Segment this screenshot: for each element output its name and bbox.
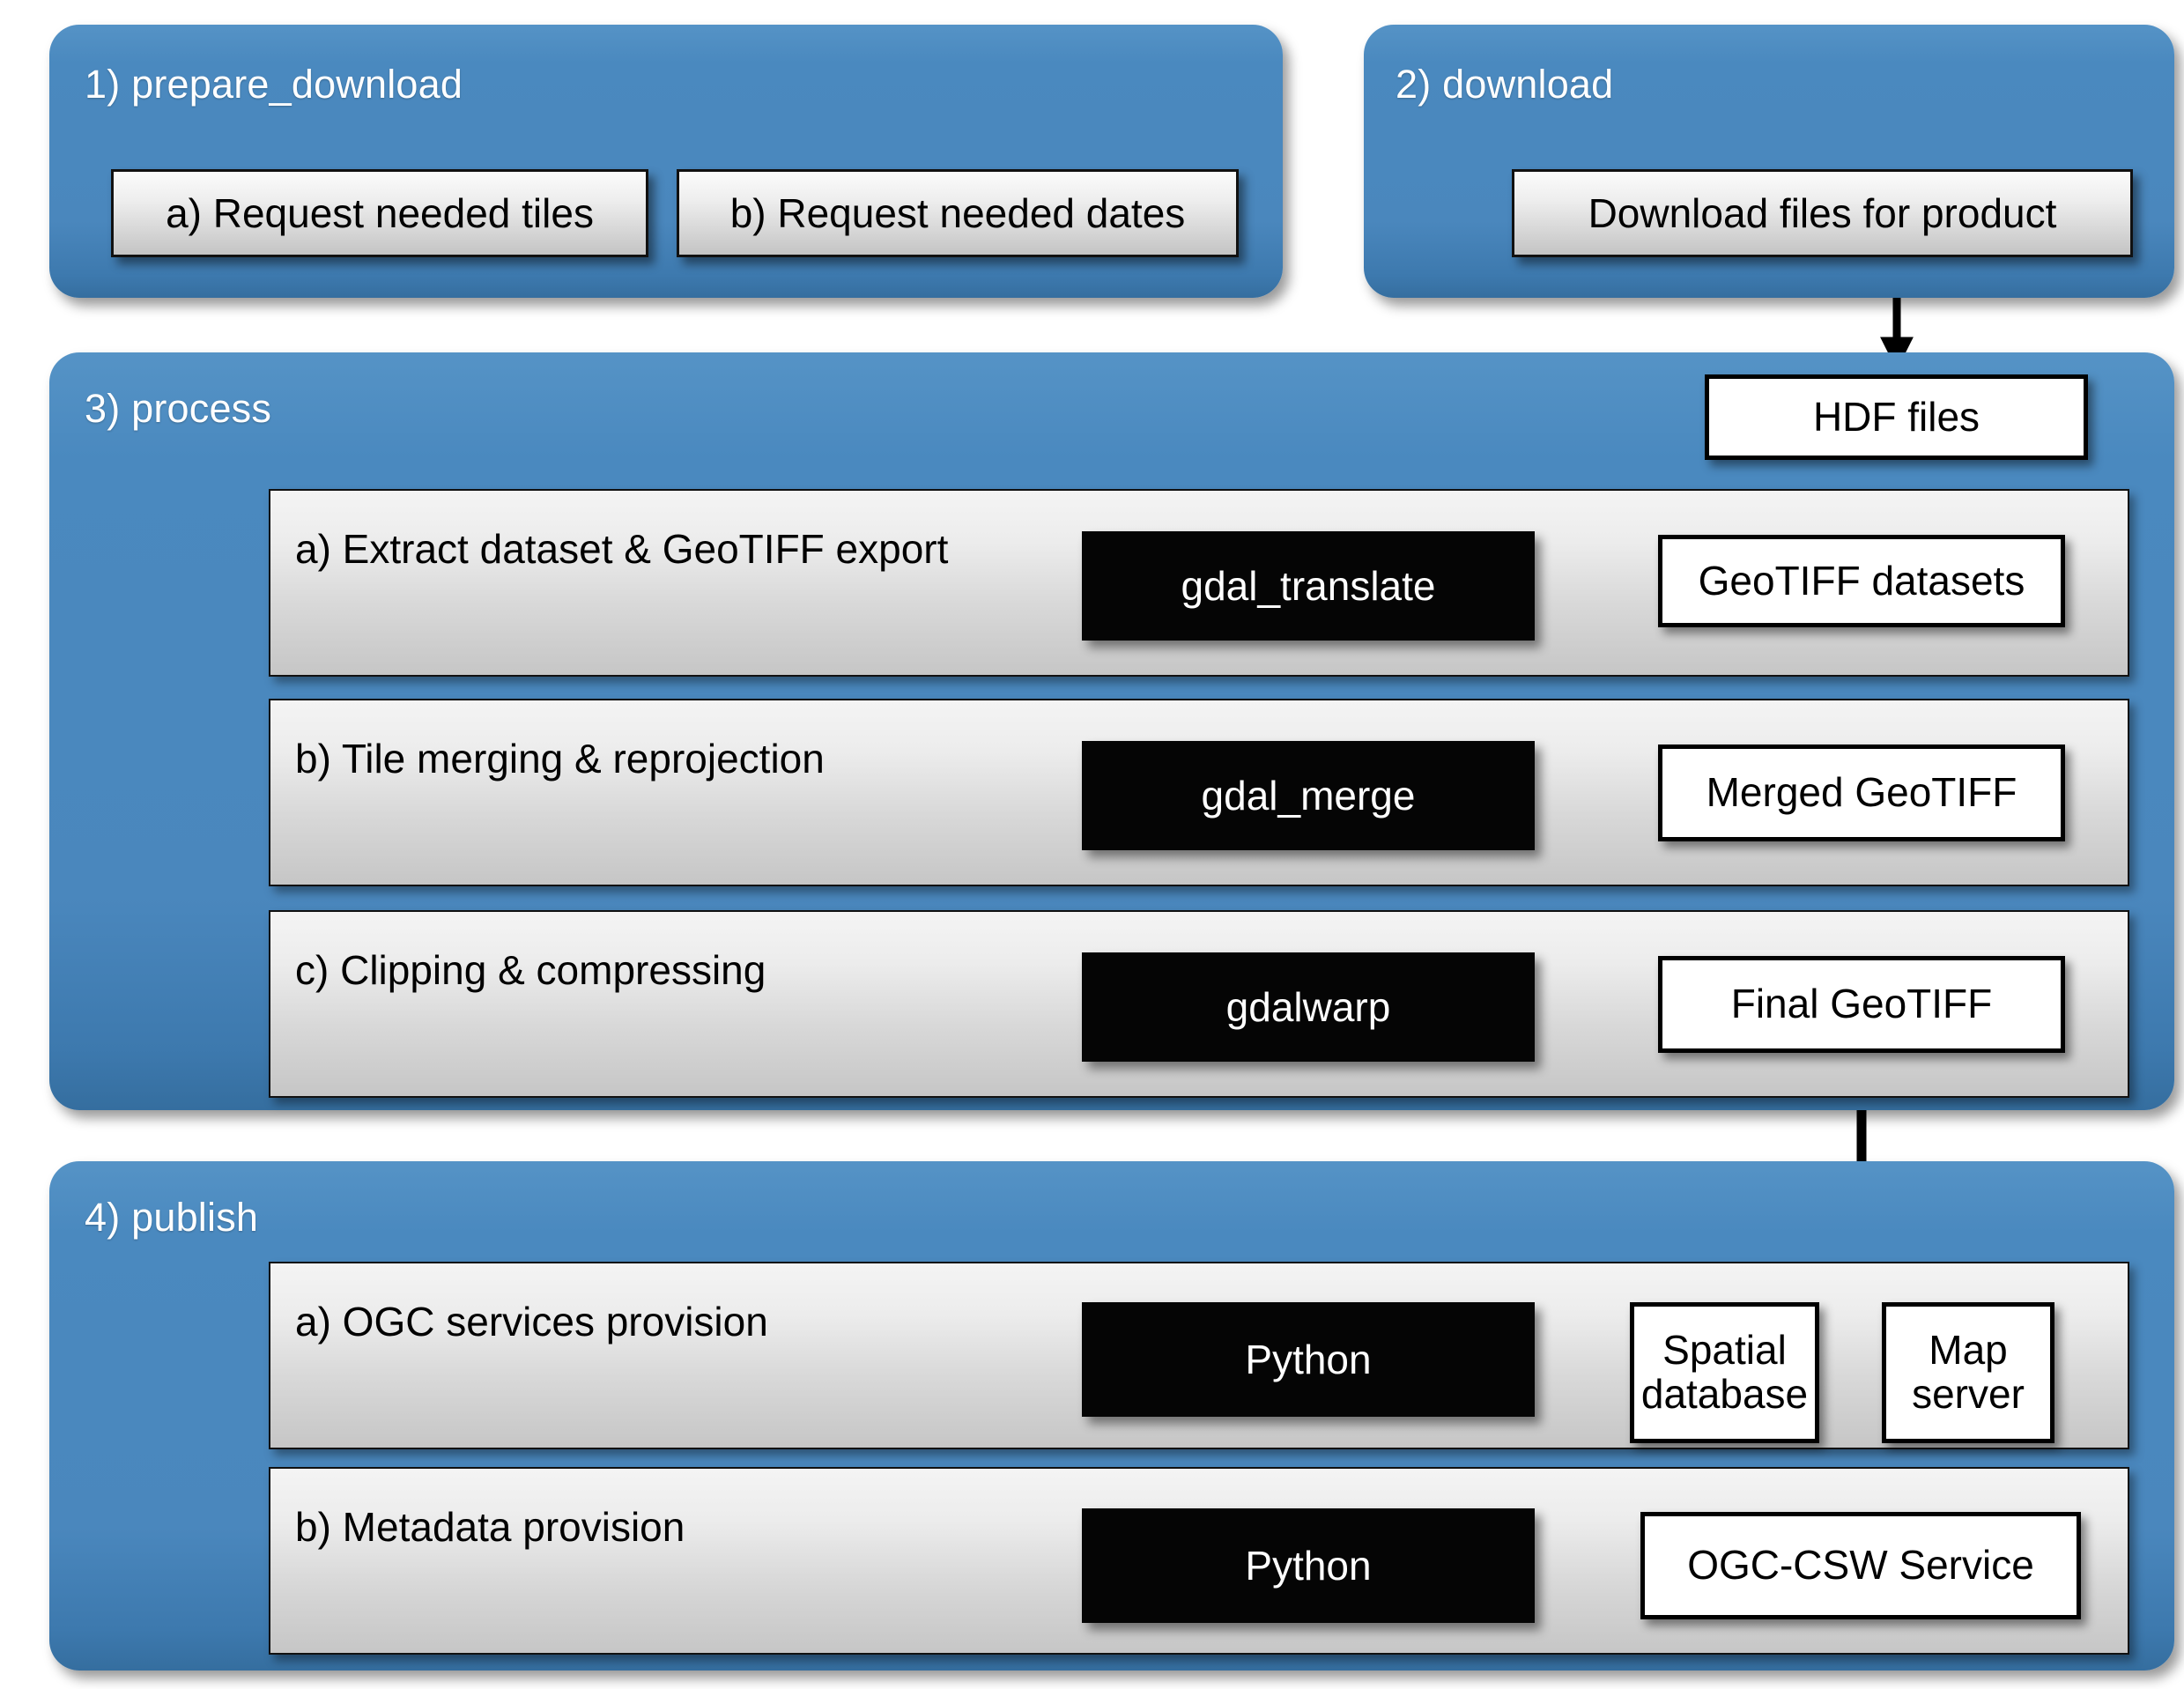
box-request-tiles[interactable]: a) Request needed tiles bbox=[111, 169, 648, 257]
spatial-database-line1: Spatial bbox=[1662, 1327, 1787, 1374]
spatial-database-line2: database bbox=[1640, 1371, 1809, 1417]
stage-title-prepare-download: 1) prepare_download bbox=[85, 62, 463, 107]
panel-label-extract-export: a) Extract dataset & GeoTIFF export bbox=[295, 526, 949, 572]
box-merged-geotiff[interactable]: Merged GeoTIFF bbox=[1658, 744, 2065, 841]
panel-label-metadata-provision: b) Metadata provision bbox=[295, 1504, 685, 1550]
box-gdal-translate[interactable]: gdal_translate bbox=[1082, 531, 1535, 641]
box-request-dates[interactable]: b) Request needed dates bbox=[677, 169, 1239, 257]
box-ogc-csw-service[interactable]: OGC-CSW Service bbox=[1640, 1512, 2081, 1619]
box-final-geotiff[interactable]: Final GeoTIFF bbox=[1658, 956, 2065, 1053]
stage-title-download: 2) download bbox=[1396, 62, 1614, 107]
panel-label-tile-merging: b) Tile merging & reprojection bbox=[295, 736, 825, 782]
panel-label-ogc-services: a) OGC services provision bbox=[295, 1299, 768, 1345]
box-hdf-files[interactable]: HDF files bbox=[1705, 374, 2088, 460]
stage-title-publish: 4) publish bbox=[85, 1195, 259, 1240]
box-python-metadata[interactable]: Python bbox=[1082, 1508, 1535, 1623]
map-server-line1: Map bbox=[1929, 1327, 2008, 1374]
box-gdal-merge[interactable]: gdal_merge bbox=[1082, 741, 1535, 850]
panel-label-clipping-compressing: c) Clipping & compressing bbox=[295, 947, 766, 993]
box-geotiff-datasets[interactable]: GeoTIFF datasets bbox=[1658, 535, 2065, 627]
box-spatial-database[interactable]: Spatial database bbox=[1630, 1302, 1819, 1443]
stage-title-process: 3) process bbox=[85, 386, 272, 431]
box-gdalwarp[interactable]: gdalwarp bbox=[1082, 952, 1535, 1062]
box-python-ogc[interactable]: Python bbox=[1082, 1302, 1535, 1417]
box-download-files[interactable]: Download files for product bbox=[1512, 169, 2133, 257]
map-server-line2: server bbox=[1912, 1371, 2025, 1417]
box-map-server[interactable]: Map server bbox=[1882, 1302, 2054, 1443]
